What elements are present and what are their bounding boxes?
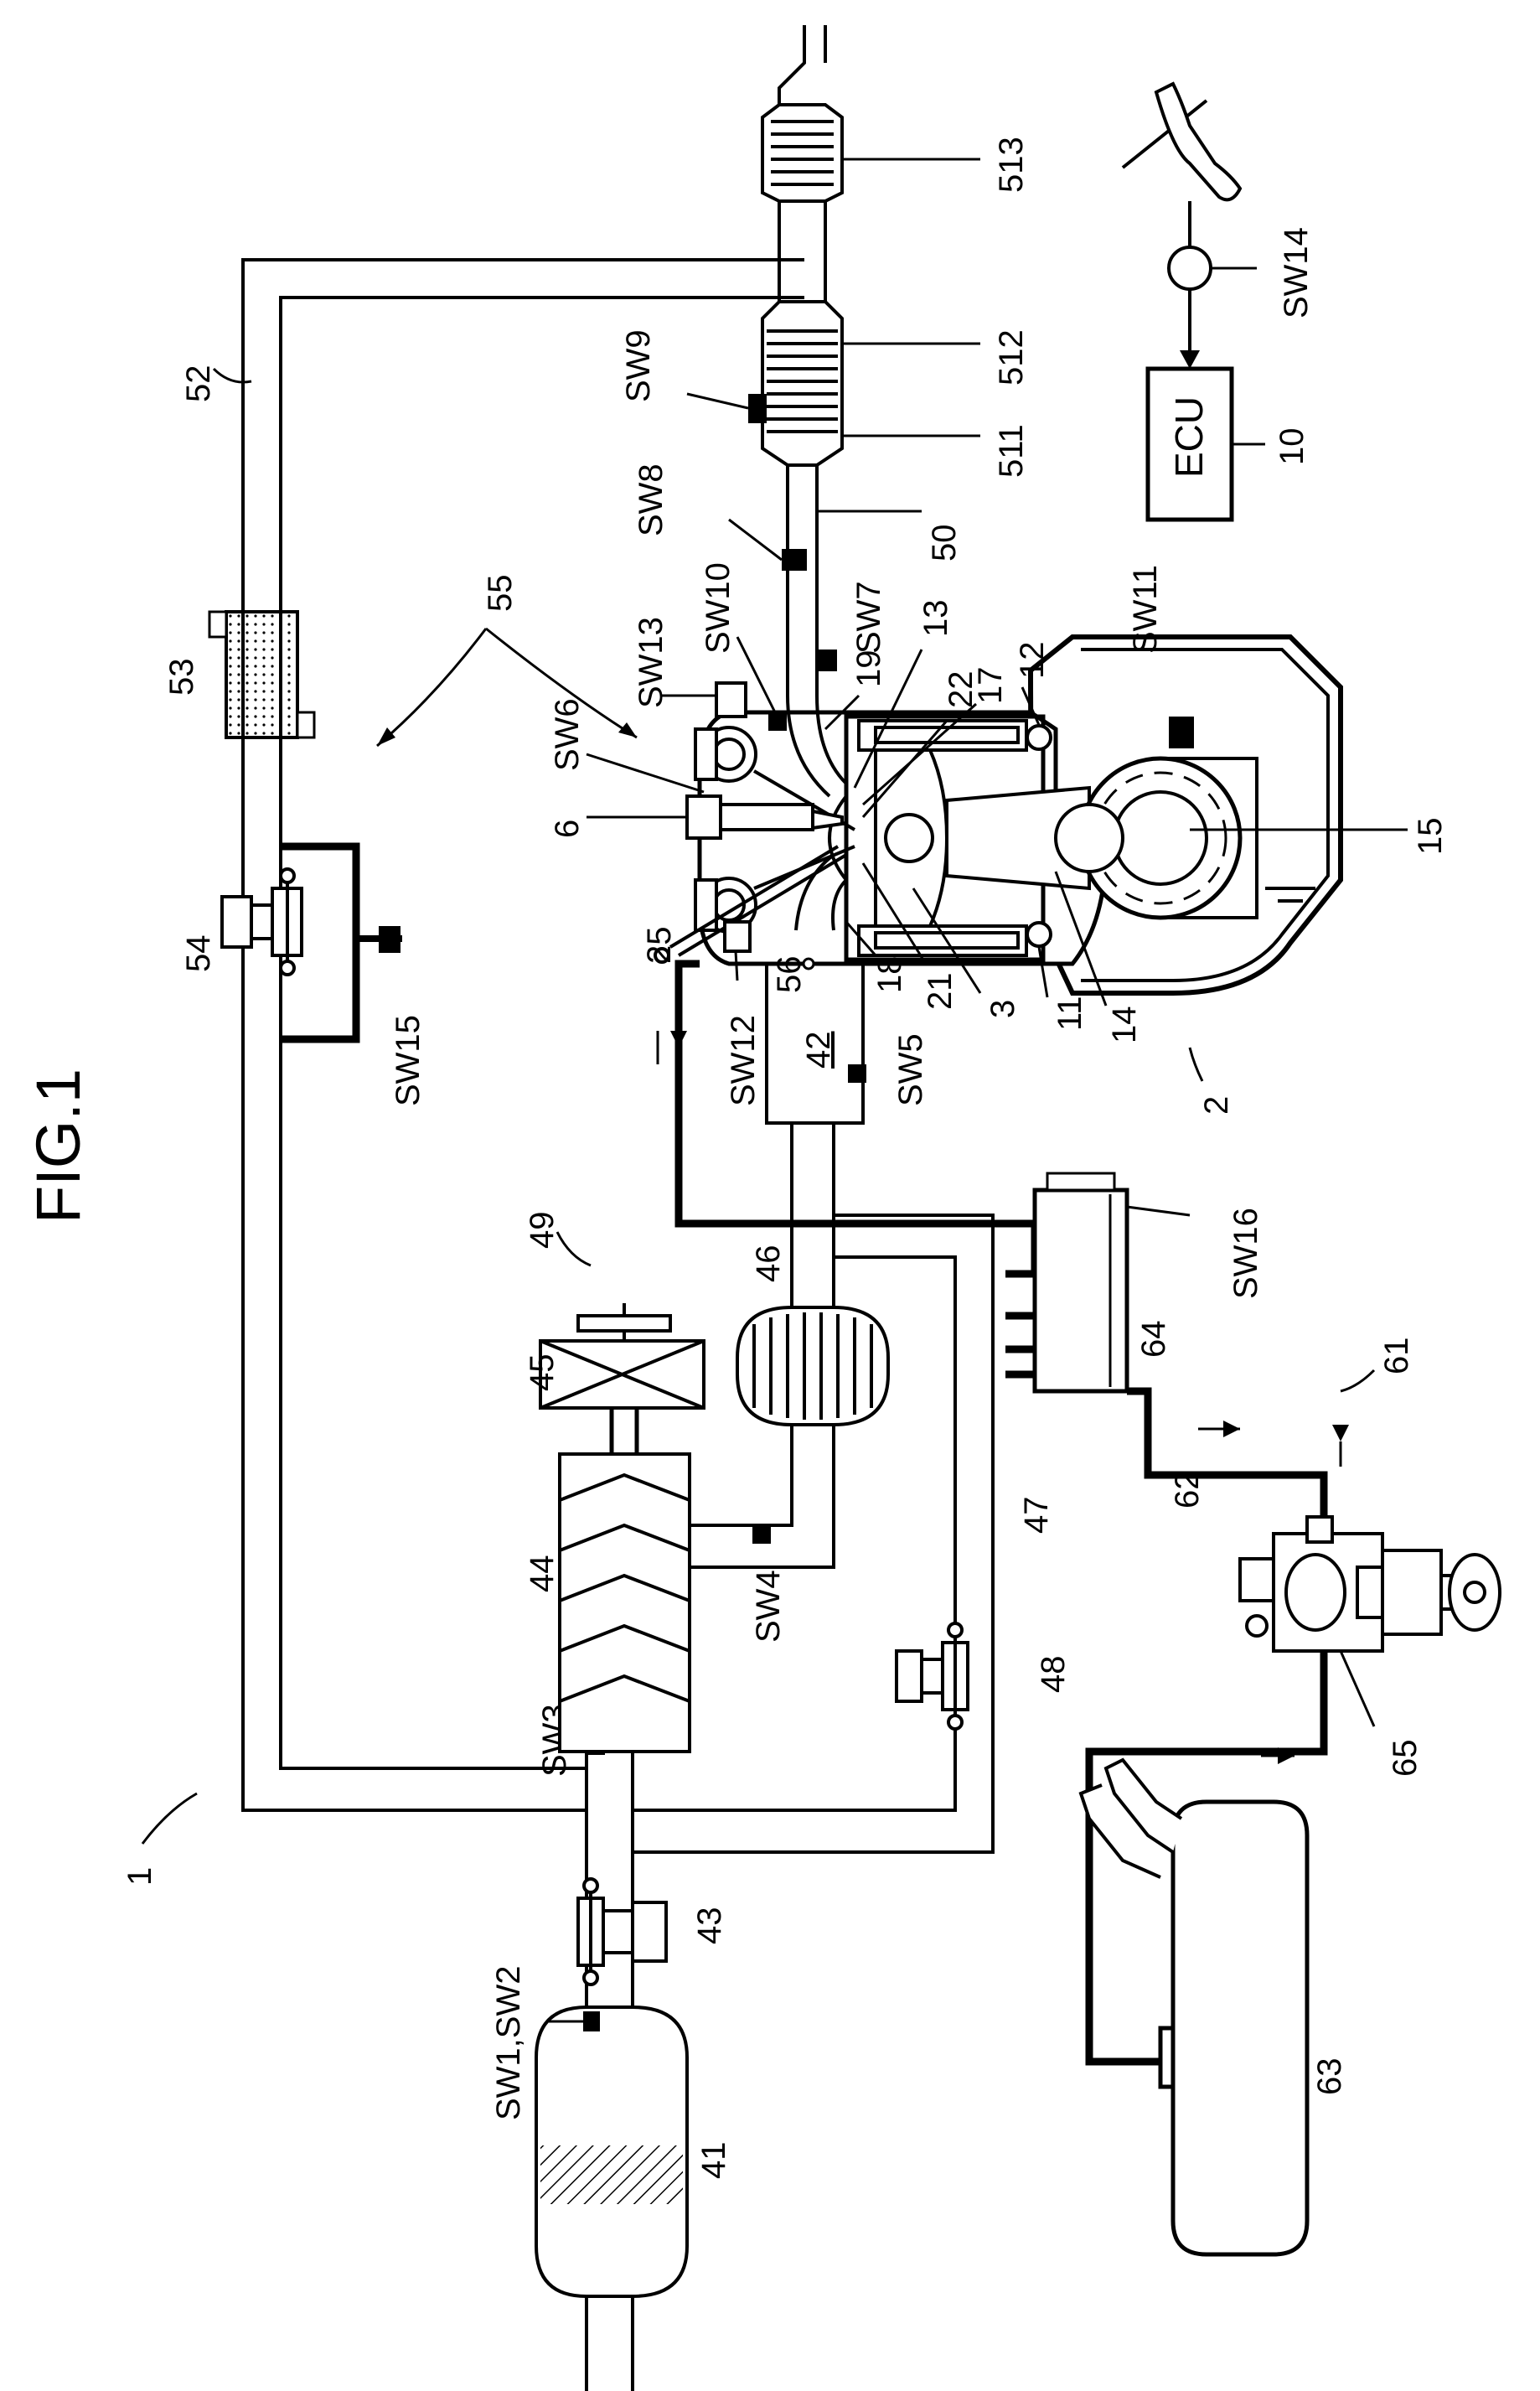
figure-title: FIG.1 (23, 1069, 93, 1224)
label-engine-2: 2 (1198, 1096, 1235, 1115)
label-sw5: SW5 (892, 1033, 929, 1106)
egr-cooler (209, 612, 314, 737)
label-ecu-10: 10 (1274, 428, 1310, 466)
label-sw11: SW11 (1127, 565, 1164, 654)
electromagnetic-clutch (540, 1303, 704, 1408)
label-block-11: 11 (1052, 996, 1088, 1031)
label-variable-valve-55: 55 (482, 575, 519, 613)
label-injector-6: 6 (549, 820, 586, 838)
label-fuel-line-62: 62 (1169, 1472, 1206, 1509)
sensor-sw12 (725, 922, 750, 951)
label-sw15: SW15 (390, 1015, 426, 1106)
fuel-tank (1160, 1802, 1307, 2254)
label-tank-63: 63 (1311, 2058, 1348, 2096)
leader-system-1 (142, 1793, 197, 1844)
label-exhaust-50: 50 (926, 525, 963, 562)
sensor-sw9 (748, 394, 767, 423)
sensor-sw7 (817, 650, 837, 671)
label-sw4: SW4 (750, 1570, 787, 1643)
air-bypass-valve (897, 1623, 968, 1729)
sensor-sw11 (1169, 717, 1194, 748)
label-sw14: SW14 (1278, 227, 1315, 318)
air-cleaner (536, 2007, 687, 2296)
label-sw12: SW12 (725, 1015, 762, 1106)
label-catalyst-512: 512 (993, 329, 1030, 386)
label-intake-valve-21: 21 (922, 973, 959, 1011)
label-intercooler-46: 46 (750, 1245, 787, 1283)
label-bypass-47: 47 (1018, 1497, 1055, 1534)
label-catalyst-511: 511 (993, 424, 1030, 478)
label-supercharger-44: 44 (524, 1555, 561, 1593)
label-cylinder-3: 3 (984, 1000, 1021, 1018)
label-intake-port-18: 18 (871, 956, 908, 994)
intercooler (737, 1307, 888, 1425)
label-egr-cooler-53: 53 (163, 659, 200, 696)
sensor-sw14 (1169, 247, 1211, 289)
label-spark-25: 25 (641, 927, 678, 965)
label-sw9: SW9 (620, 329, 657, 402)
label-throttle-43: 43 (691, 1907, 728, 1945)
label-system-1: 1 (121, 1867, 158, 1886)
label-fuel-system-61: 61 (1378, 1338, 1415, 1375)
label-exhaust-valve-22: 22 (943, 671, 979, 709)
label-clutch-45: 45 (524, 1354, 561, 1392)
sensor-sw1-sw2 (583, 2011, 600, 2031)
fuel-filler (1081, 1760, 1181, 1877)
throttle-valve (578, 1879, 666, 1985)
label-sw6: SW6 (549, 698, 586, 771)
sensor-sw15 (379, 926, 401, 953)
label-chamber-13: 13 (917, 600, 954, 638)
label-exhaust-port-19: 19 (850, 650, 887, 688)
sensor-sw5 (848, 1064, 866, 1083)
label-rail-64: 64 (1135, 1321, 1172, 1359)
accelerator-pedal (1123, 84, 1240, 251)
sensor-sw6 (687, 796, 721, 838)
catalyst-511-512 (762, 302, 842, 465)
label-sw10: SW10 (700, 562, 736, 654)
label-pump-65: 65 (1387, 1740, 1424, 1778)
label-crank-15: 15 (1412, 818, 1449, 856)
label-egr-52: 52 (180, 365, 217, 403)
fuel-pump (1240, 1517, 1500, 1651)
sensor-sw10 (768, 712, 787, 731)
leader-49 (557, 1232, 591, 1265)
pipe-intercooler-surge (792, 1123, 834, 1307)
label-sw8: SW8 (633, 463, 669, 536)
pipe-supercharger-intercooler (690, 1425, 834, 1567)
supercharger (560, 1454, 690, 1752)
common-rail (1005, 1173, 1127, 1391)
label-sw16: SW16 (1227, 1208, 1264, 1299)
egr-valve (222, 869, 302, 975)
sensor-sw8 (782, 549, 807, 571)
label-rod-14: 14 (1106, 1007, 1143, 1044)
label-air-cleaner-41: 41 (695, 2142, 732, 2180)
label-sw7: SW7 (850, 581, 887, 654)
catalyst-513 (762, 105, 842, 201)
sensor-sw4 (752, 1525, 771, 1544)
ecu-text: ECU (1167, 396, 1211, 478)
label-swirl-56: 56 (771, 956, 808, 994)
label-head-12: 12 (1014, 642, 1051, 680)
label-sw1-sw2: SW1,SW2 (490, 1966, 527, 2120)
label-egr-valve-54: 54 (180, 935, 217, 973)
label-supercharging-49: 49 (524, 1212, 561, 1250)
label-catalyst-513: 513 (993, 137, 1030, 193)
label-abv-48: 48 (1035, 1656, 1072, 1694)
label-surge-42: 42 (800, 1032, 837, 1069)
sensor-sw13 (716, 683, 746, 717)
